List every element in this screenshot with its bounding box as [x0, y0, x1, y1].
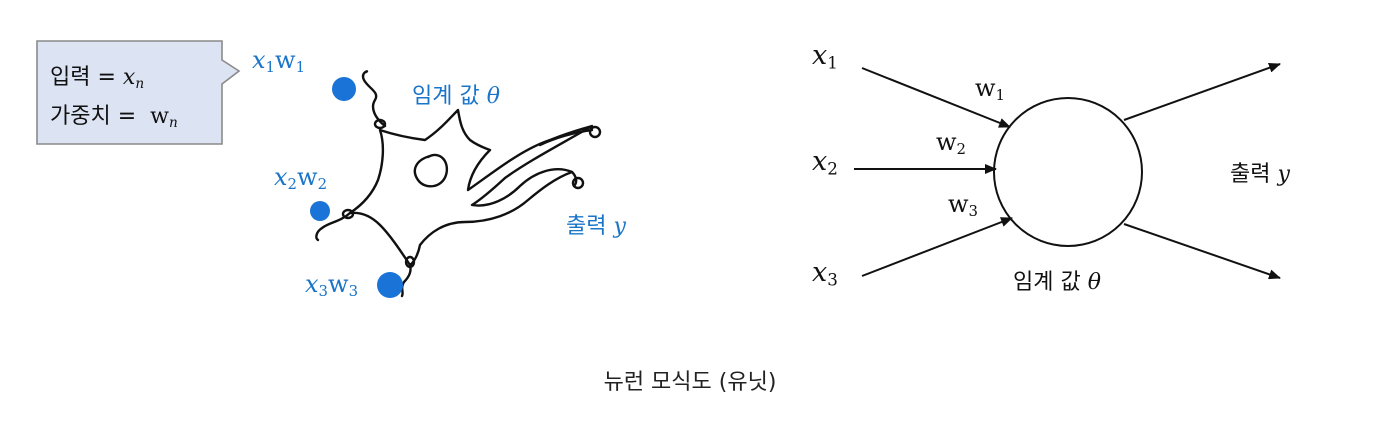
unit-weight-3-label: w3 — [948, 190, 979, 221]
dendrite-1 — [361, 70, 387, 128]
unit-input-3-label: x3 — [812, 257, 838, 290]
sketch-output-label: 출력 y — [566, 214, 626, 239]
dendrite-2-terminal — [341, 208, 355, 220]
callout-weight-label: 가중치 = — [50, 104, 137, 129]
unit-input-2-label: x2 — [812, 146, 838, 179]
unit-input-1-label: x1 — [812, 40, 838, 73]
callout-weight-definition: 가중치 = wn — [50, 98, 178, 130]
unit-node — [993, 97, 1143, 247]
cell-body — [348, 108, 594, 267]
sketch-input-1-label: x1w1 — [252, 46, 306, 77]
callout-shape — [36, 40, 241, 145]
dendrite-3 — [400, 263, 412, 298]
callout-weight-var: wn — [150, 104, 178, 131]
sketch-input-3-label: x3w3 — [305, 270, 359, 301]
nucleus — [413, 153, 449, 188]
unit-weight-1-label: w1 — [975, 74, 1006, 105]
sketch-input-2-label: x2w2 — [274, 163, 328, 194]
axon-terminal-upper — [588, 125, 602, 139]
input-dot-1 — [332, 77, 356, 101]
input-dot-3 — [377, 272, 403, 298]
figure-caption: 뉴런 모식도 (유닛) — [603, 370, 777, 395]
sketch-threshold-label: 임계 값 θ — [412, 84, 500, 109]
output-arrow-lower — [1123, 223, 1281, 280]
input-arrow-1 — [861, 67, 1011, 128]
dendrite-1-terminal — [373, 118, 387, 130]
callout-input-definition: 입력 = xn — [50, 59, 144, 91]
axon-terminal-lower — [571, 176, 585, 190]
axon-branch-upper — [538, 128, 594, 147]
neuron-sketch — [310, 70, 602, 298]
dendrite-2 — [315, 211, 352, 242]
unit-output-label: 출력 y — [1230, 162, 1290, 187]
dendrite-3-terminal — [404, 255, 416, 269]
unit-threshold-label: 임계 값 θ — [1013, 270, 1101, 295]
definition-callout: 입력 = xn 가중치 = wn — [36, 40, 241, 145]
output-arrow-upper — [1123, 63, 1281, 121]
input-dot-2 — [310, 201, 330, 221]
callout-input-var: xn — [122, 65, 145, 92]
unit-diagram — [854, 63, 1281, 280]
callout-input-label: 입력 = — [50, 65, 116, 90]
unit-weight-2-label: w2 — [936, 128, 967, 159]
input-arrow-3 — [861, 217, 1013, 277]
